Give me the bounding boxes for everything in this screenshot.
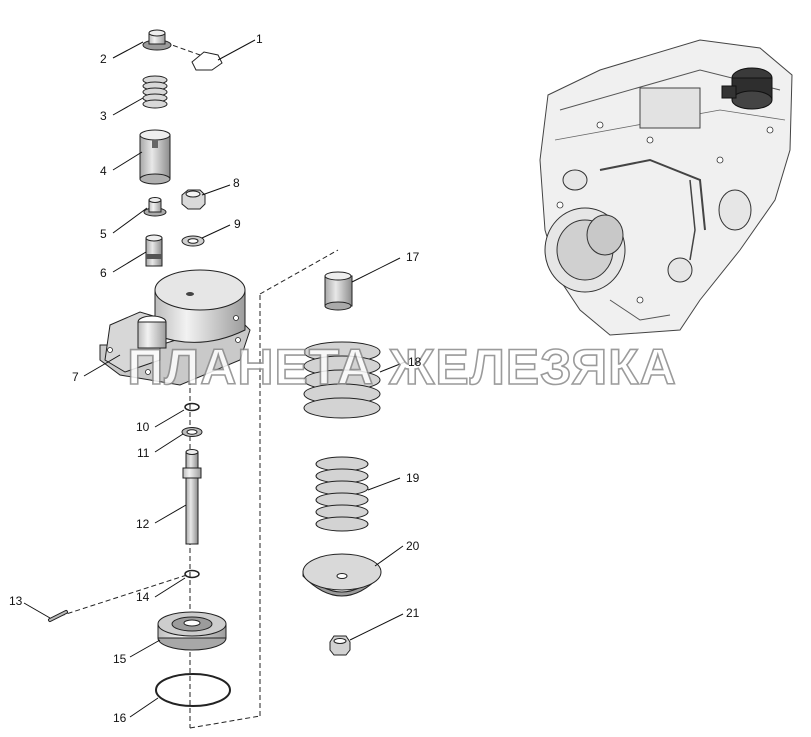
small-spring-part [142, 75, 168, 109]
callout-15: 15 [113, 652, 127, 666]
bushing-part [324, 271, 353, 311]
callout-3: 3 [100, 109, 107, 123]
watermark-text: ПЛАНЕТА ЖЕЛЕЗЯКА [127, 339, 677, 395]
callout-19: 19 [406, 471, 420, 485]
callout-21: 21 [406, 606, 420, 620]
callout-labels: 1 2 3 4 5 6 7 8 9 10 11 12 13 14 15 16 1… [9, 32, 422, 725]
o-ring-part [184, 402, 200, 412]
callout-12: 12 [136, 517, 150, 531]
pin-part [48, 610, 68, 622]
shaft-part [182, 449, 202, 545]
callout-1: 1 [256, 32, 263, 46]
callout-20: 20 [406, 539, 420, 553]
callout-8: 8 [233, 176, 240, 190]
callout-11: 11 [137, 446, 150, 460]
plunger-part [145, 234, 163, 267]
callout-4: 4 [100, 164, 107, 178]
callout-14: 14 [136, 590, 150, 604]
sleeve-part [139, 129, 171, 185]
engine-assembly-thumbnail [539, 39, 793, 336]
callout-16: 16 [113, 711, 127, 725]
callout-17: 17 [406, 250, 420, 264]
callout-6: 6 [100, 266, 107, 280]
callout-7: 7 [72, 370, 79, 384]
valve-part [143, 197, 167, 217]
callout-2: 2 [100, 52, 107, 66]
medium-spring-part [315, 456, 369, 532]
large-spring-part [303, 341, 381, 419]
callout-18: 18 [408, 355, 422, 369]
nut-part [181, 189, 206, 210]
callout-5: 5 [100, 227, 107, 241]
castle-nut-part [329, 635, 351, 656]
callout-9: 9 [234, 217, 241, 231]
ring-washer-part [181, 427, 203, 437]
washer-part [181, 235, 205, 247]
piston-part [157, 611, 227, 651]
assembly-axis-lines [59, 39, 339, 729]
seal-ring-part [155, 673, 231, 707]
callout-10: 10 [136, 420, 150, 434]
housing-part [99, 269, 251, 386]
highlighted-part [721, 67, 773, 110]
leader-lines [23, 39, 406, 718]
callout-13: 13 [9, 594, 23, 608]
lower-o-ring-part [184, 569, 200, 579]
spring-plate-part [302, 553, 382, 597]
gasket-part [191, 51, 223, 71]
cap-part [142, 29, 172, 51]
